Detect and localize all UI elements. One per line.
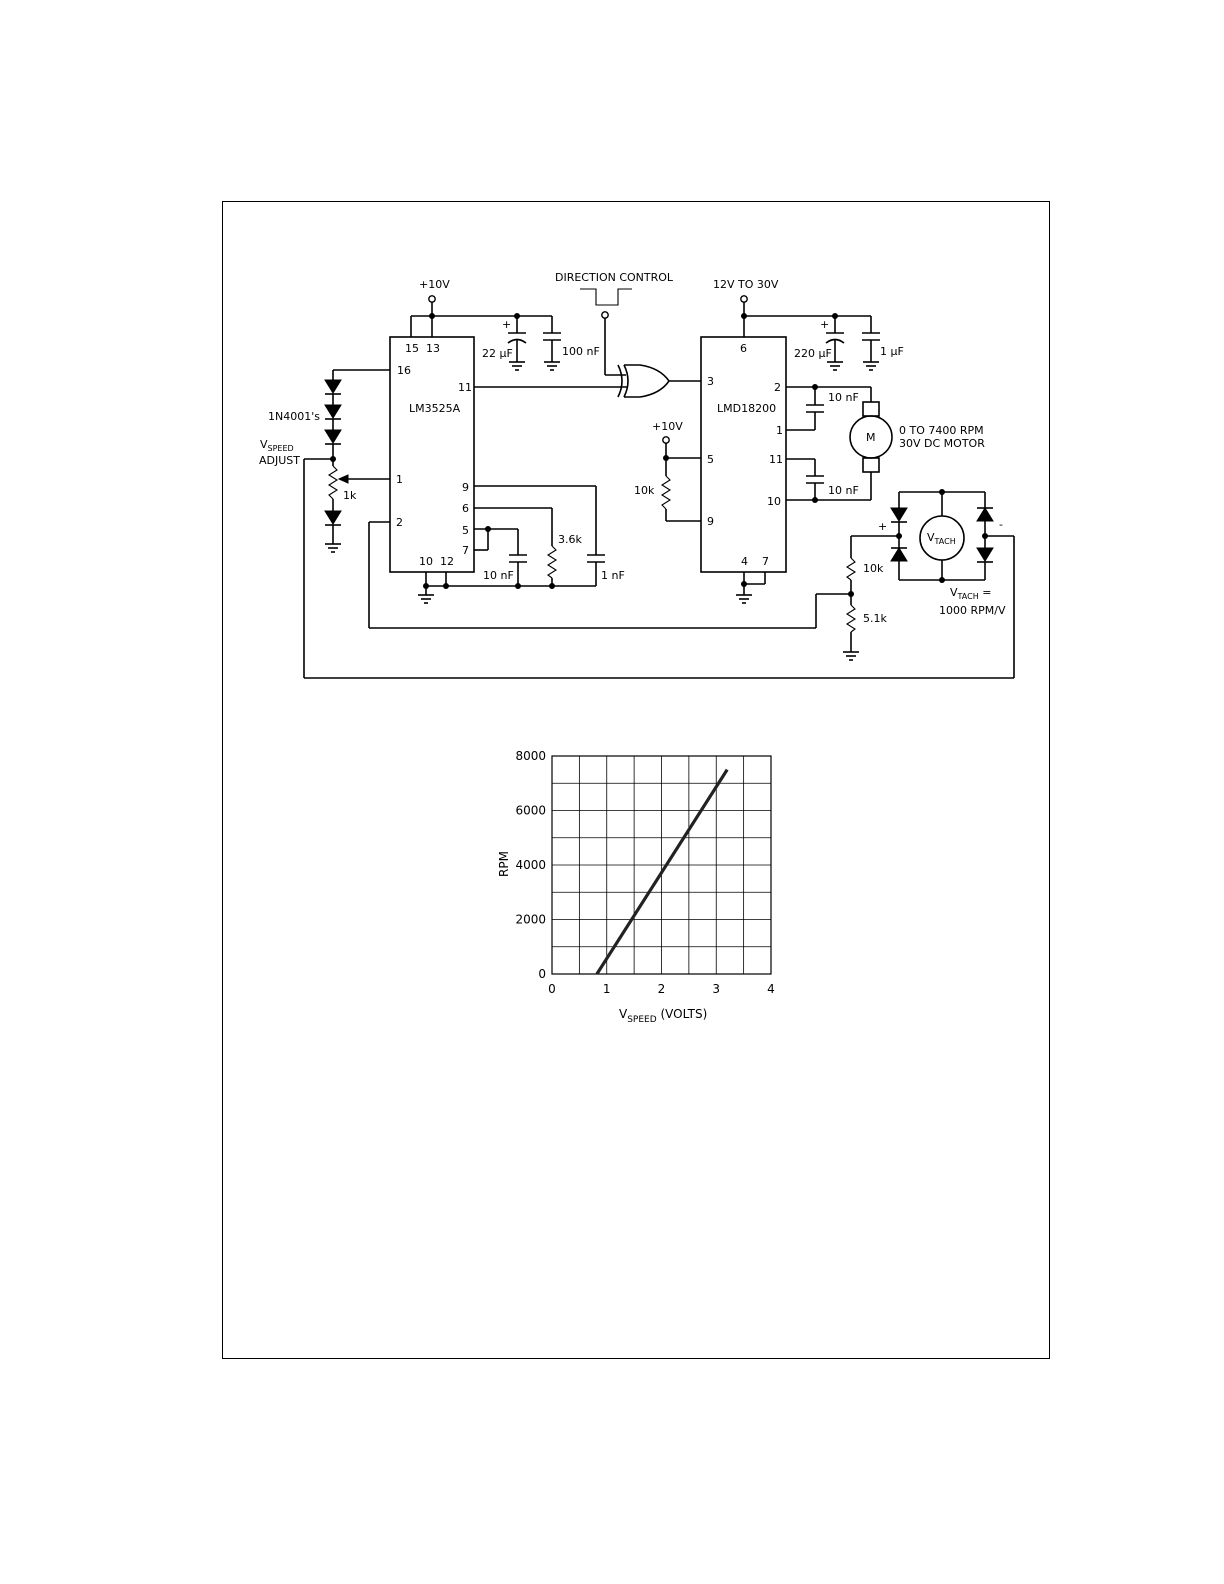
ic1-pin-15: 15 [405,342,419,355]
motor-symbol: M [866,431,876,444]
ic1-pin-1: 1 [396,473,403,486]
resistor-10k-pullup [660,475,672,510]
resistor-5-1k [845,604,857,633]
page-frame [222,201,1050,1359]
supply-motor-label: 12V TO 30V [713,278,779,291]
resistor-5-1k-label: 5.1k [863,612,887,625]
ic1-pin-7: 7 [462,544,469,557]
schematic: LM3525A 15 13 16 11 1 9 6 5 7 2 10 12 +1… [259,271,1015,679]
capacitor-100nf [543,316,561,371]
cap-10nf-a-label: 10 nF [828,391,859,404]
cap-1uf-label: 1 μF [880,345,904,358]
resistor-3-6k-label: 3.6k [558,533,582,546]
supply-10v-label: +10V [419,278,450,291]
resistor-10k-divider [845,557,857,581]
svg-text:+: + [820,318,829,331]
motor-rating-1: 0 TO 7400 RPM [899,424,984,437]
supply-10v-b-label: +10V [652,420,683,433]
capacitor-1nf [587,554,605,586]
ic1-pin-11: 11 [458,381,472,394]
cap-22uf-label: 22 μF [482,347,513,360]
ic1-pin-5: 5 [462,524,469,537]
lm3525a-label: LM3525A [409,402,461,415]
svg-text:+: + [502,318,511,331]
motor-brush-top [862,401,880,417]
tach-symbol: VTACH [927,531,956,546]
direction-terminal [601,311,609,319]
ic1-pin-13: 13 [426,342,440,355]
ic2-pin-4: 4 [741,555,748,568]
ic2-pin-6: 6 [740,342,747,355]
tach-minus: - [999,518,1003,531]
ic1-pin-16: 16 [397,364,411,377]
lmd18200-label: LMD18200 [717,402,776,415]
vspeed-adjust-label-2: ADJUST [259,454,300,467]
pot-1k [327,465,339,500]
diode-string [324,379,342,445]
cap-100nf-label: 100 nF [562,345,600,358]
cap-10nf-b-label: 10 nF [828,484,859,497]
supply-10v-b-terminal [662,436,670,444]
vtach-eq-label: VTACH = [950,586,991,601]
pot-1k-label: 1k [343,489,357,502]
ic2-pin-3: 3 [707,375,714,388]
ic2-pin-1: 1 [776,424,783,437]
capacitor-1uf [862,316,880,371]
ic2-pin-11: 11 [769,453,783,466]
diodes-label: 1N4001's [268,410,320,423]
direction-pulse-waveform [580,288,632,306]
capacitor-10nf-b [806,475,824,484]
ic2-pin-10: 10 [767,495,781,508]
supply-10v-terminal [428,295,436,303]
cap-1nf-label: 1 nF [601,569,625,582]
capacitor-22uf: + [502,316,527,371]
ic2-pin-7: 7 [762,555,769,568]
ic1-pin-10: 10 [419,555,433,568]
supply-motor-terminal [740,295,748,303]
ic2-pin-9: 9 [707,515,714,528]
motor-brush-bottom [862,457,880,473]
ic1-pin-9: 9 [462,481,469,494]
cap-10nf-timing-label: 10 nF [483,569,514,582]
capacitor-10nf-timing [509,554,527,586]
vspeed-adjust-label: VSPEED [260,438,294,453]
ic1-pin-12: 12 [440,555,454,568]
ic2-pin-2: 2 [774,381,781,394]
ic1-pin-6: 6 [462,502,469,515]
capacitor-10nf-a [806,404,824,413]
resistor-3-6k [546,545,558,579]
ic1-pin-2: 2 [396,516,403,529]
capacitor-220uf: + [820,316,845,371]
motor-rating-2: 30V DC MOTOR [899,437,985,450]
xor-gate [617,364,670,398]
direction-control-label: DIRECTION CONTROL [555,271,674,284]
cap-220uf-label: 220 μF [794,347,832,360]
resistor-10k-divider-label: 10k [863,562,884,575]
vtach-scale-label: 1000 RPM/V [939,604,1006,617]
resistor-10k-pullup-label: 10k [634,484,655,497]
tach-plus: + [878,520,887,533]
ic2-pin-5: 5 [707,453,714,466]
tachometer [919,515,965,561]
